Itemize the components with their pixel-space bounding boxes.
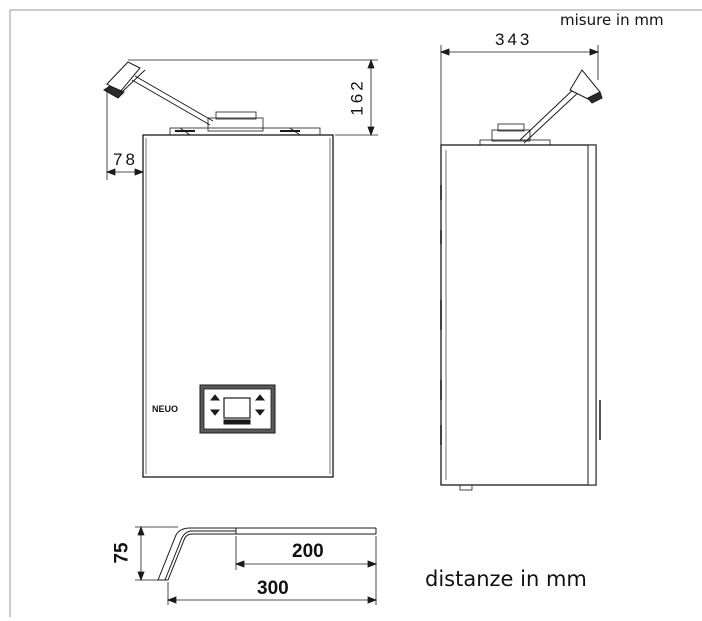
side-flue-pipe	[519, 69, 603, 144]
dim-front-flue-height: 162	[347, 78, 367, 116]
brand-logo: NEUO	[152, 404, 179, 414]
display-screen	[223, 397, 251, 419]
dim-bracket-inner-length: 200	[292, 541, 324, 562]
front-flue-pipe	[103, 61, 214, 126]
side-view	[440, 69, 603, 491]
units-note-top: misure in mm	[560, 11, 664, 29]
bracket-dimensions	[135, 525, 378, 605]
dim-bracket-total-length: 300	[257, 578, 289, 599]
boiler-side-body	[440, 144, 597, 486]
bracket-drawing	[157, 527, 377, 581]
front-view	[103, 61, 334, 478]
control-panel	[199, 384, 276, 434]
dim-bracket-height: 75	[111, 542, 133, 564]
side-dimensions	[439, 45, 600, 145]
page-frame	[9, 9, 702, 617]
side-top-fittings	[479, 123, 551, 146]
front-dimensions	[105, 58, 378, 180]
front-top-fittings	[169, 111, 321, 136]
dim-side-depth: 343	[495, 30, 533, 49]
units-note-bottom: distanze in mm	[425, 567, 587, 591]
dim-front-left-offset: 78	[113, 150, 138, 169]
